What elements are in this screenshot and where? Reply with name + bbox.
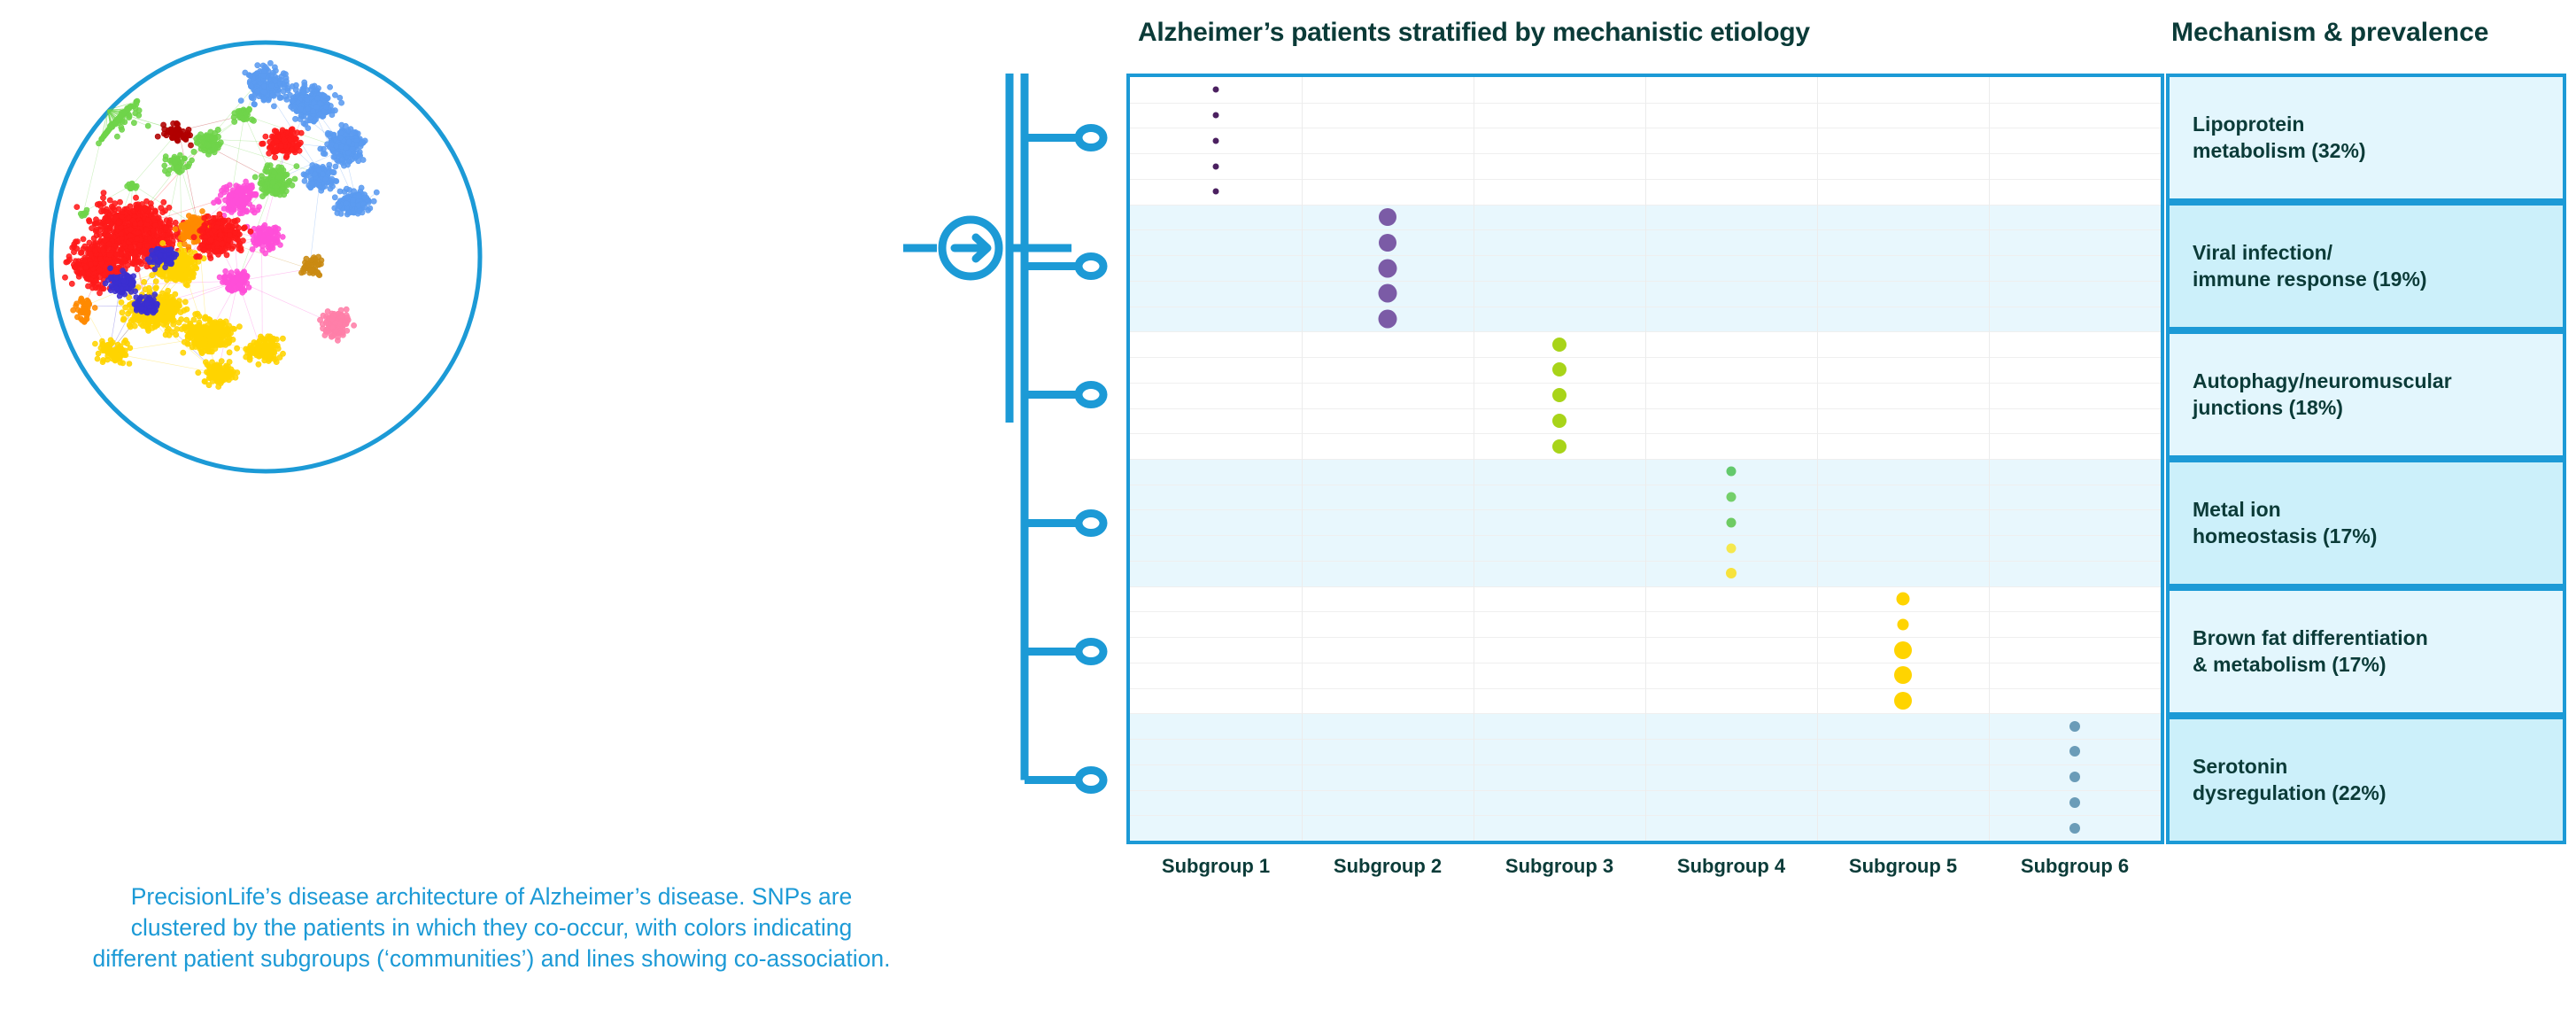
gridline-vertical: [1645, 77, 1646, 841]
caption-line-3: different patient subgroups (‘communitie…: [92, 944, 891, 972]
mechanism-label-line2: dysregulation (22%): [2193, 780, 2386, 804]
data-point: [2069, 720, 2080, 732]
data-point: [1726, 466, 1737, 477]
mechanism-label-line2: immune response (19%): [2193, 267, 2427, 291]
mechanism-box-5[interactable]: Brown fat differentiation& metabolism (1…: [2166, 587, 2566, 716]
bracket-node-4: [1074, 509, 1108, 537]
data-point: [1552, 413, 1566, 428]
data-point: [1212, 188, 1219, 195]
data-point: [1212, 163, 1219, 170]
data-point: [1726, 568, 1737, 579]
x-axis-label-4: Subgroup 4: [1676, 855, 1786, 877]
mechanism-label-line1: Metal ion: [2193, 498, 2281, 522]
bracket-node-3: [1074, 381, 1108, 408]
data-point: [2069, 772, 2080, 783]
data-point: [1212, 112, 1219, 119]
data-point: [2069, 746, 2080, 757]
mechanism-label-line1: Serotonin: [2193, 755, 2288, 779]
arrow-circle: [938, 215, 1003, 281]
plot-datapoints: [1130, 77, 2161, 841]
data-point: [1896, 592, 1910, 606]
x-axis-label-5: Subgroup 5: [1848, 855, 1958, 877]
network-graph-panel: PrecisionLife’s disease architecture of …: [0, 0, 1010, 1009]
x-axis-label-1: Subgroup 1: [1161, 855, 1271, 877]
x-axis-labels: Subgroup 1 Subgroup 2 Subgroup 3 Subgroup 4…: [1126, 855, 2164, 890]
scatter-plot-area: [1126, 74, 2164, 844]
network-nodes: [62, 59, 380, 390]
data-point: [1552, 439, 1566, 454]
data-point: [1379, 208, 1396, 227]
mechanism-label: Brown fat differentiation& metabolism (1…: [2193, 625, 2428, 678]
mechanism-label-line1: Autophagy/neuromuscular: [2193, 369, 2452, 393]
data-point: [1897, 618, 1909, 631]
mechanism-label-line1: Brown fat differentiation: [2193, 626, 2428, 650]
data-point: [2069, 796, 2080, 808]
bracket-node-1: [1074, 124, 1108, 151]
mechanism-label-line1: Viral infection/: [2193, 241, 2333, 265]
bracket-branches: [1020, 124, 1108, 794]
data-point: [1379, 233, 1396, 252]
data-point: [1894, 691, 1912, 710]
x-axis-label-2: Subgroup 2: [1333, 855, 1443, 877]
bracket-node-2: [1074, 252, 1108, 280]
bracket-node-5: [1074, 638, 1108, 665]
data-point: [1212, 137, 1219, 144]
bracket-node-6: [1074, 766, 1108, 794]
x-axis-label-6: Subgroup 6: [2020, 855, 2130, 877]
mechanism-label-line1: Lipoprotein: [2193, 113, 2305, 136]
plot-gridlines: [1130, 77, 2161, 841]
data-point: [1726, 543, 1737, 554]
mechanism-box-2[interactable]: Viral infection/immune response (19%): [2166, 202, 2566, 330]
chart-title: Alzheimer’s patients stratified by mecha…: [1138, 18, 1810, 47]
network-caption: PrecisionLife’s disease architecture of …: [35, 881, 948, 974]
mechanism-label-line2: homeostasis (17%): [2193, 524, 2378, 547]
data-point: [1726, 517, 1737, 528]
data-point: [2069, 822, 2080, 834]
data-point: [1378, 283, 1397, 303]
mechanism-label-line2: junctions (18%): [2193, 395, 2343, 419]
data-point: [1378, 259, 1397, 277]
mechanism-panel-title: Mechanism & prevalence: [2171, 18, 2489, 47]
data-point: [1894, 640, 1912, 659]
gridline-vertical: [1302, 77, 1303, 841]
caption-line-1: PrecisionLife’s disease architecture of …: [130, 883, 853, 910]
data-point: [1552, 362, 1566, 377]
x-axis-label-3: Subgroup 3: [1505, 855, 1614, 877]
data-point: [1378, 309, 1397, 329]
network-graph: [49, 40, 483, 474]
gridline-vertical: [1817, 77, 1818, 841]
data-point: [1726, 492, 1737, 502]
mechanism-label-line2: metabolism (32%): [2193, 138, 2366, 162]
data-point: [1894, 666, 1912, 685]
gridline-vertical: [1989, 77, 1990, 841]
network-boundary-circle: [49, 40, 483, 474]
mechanism-label-line2: & metabolism (17%): [2193, 652, 2386, 676]
mechanism-label: Viral infection/immune response (19%): [2193, 240, 2427, 292]
caption-line-2: clustered by the patients in which they …: [130, 913, 853, 941]
connector-bracket: [903, 74, 1108, 794]
arrow-right-icon: [950, 233, 992, 263]
data-point: [1552, 337, 1566, 352]
data-point: [1552, 388, 1566, 403]
data-point: [1212, 86, 1219, 93]
